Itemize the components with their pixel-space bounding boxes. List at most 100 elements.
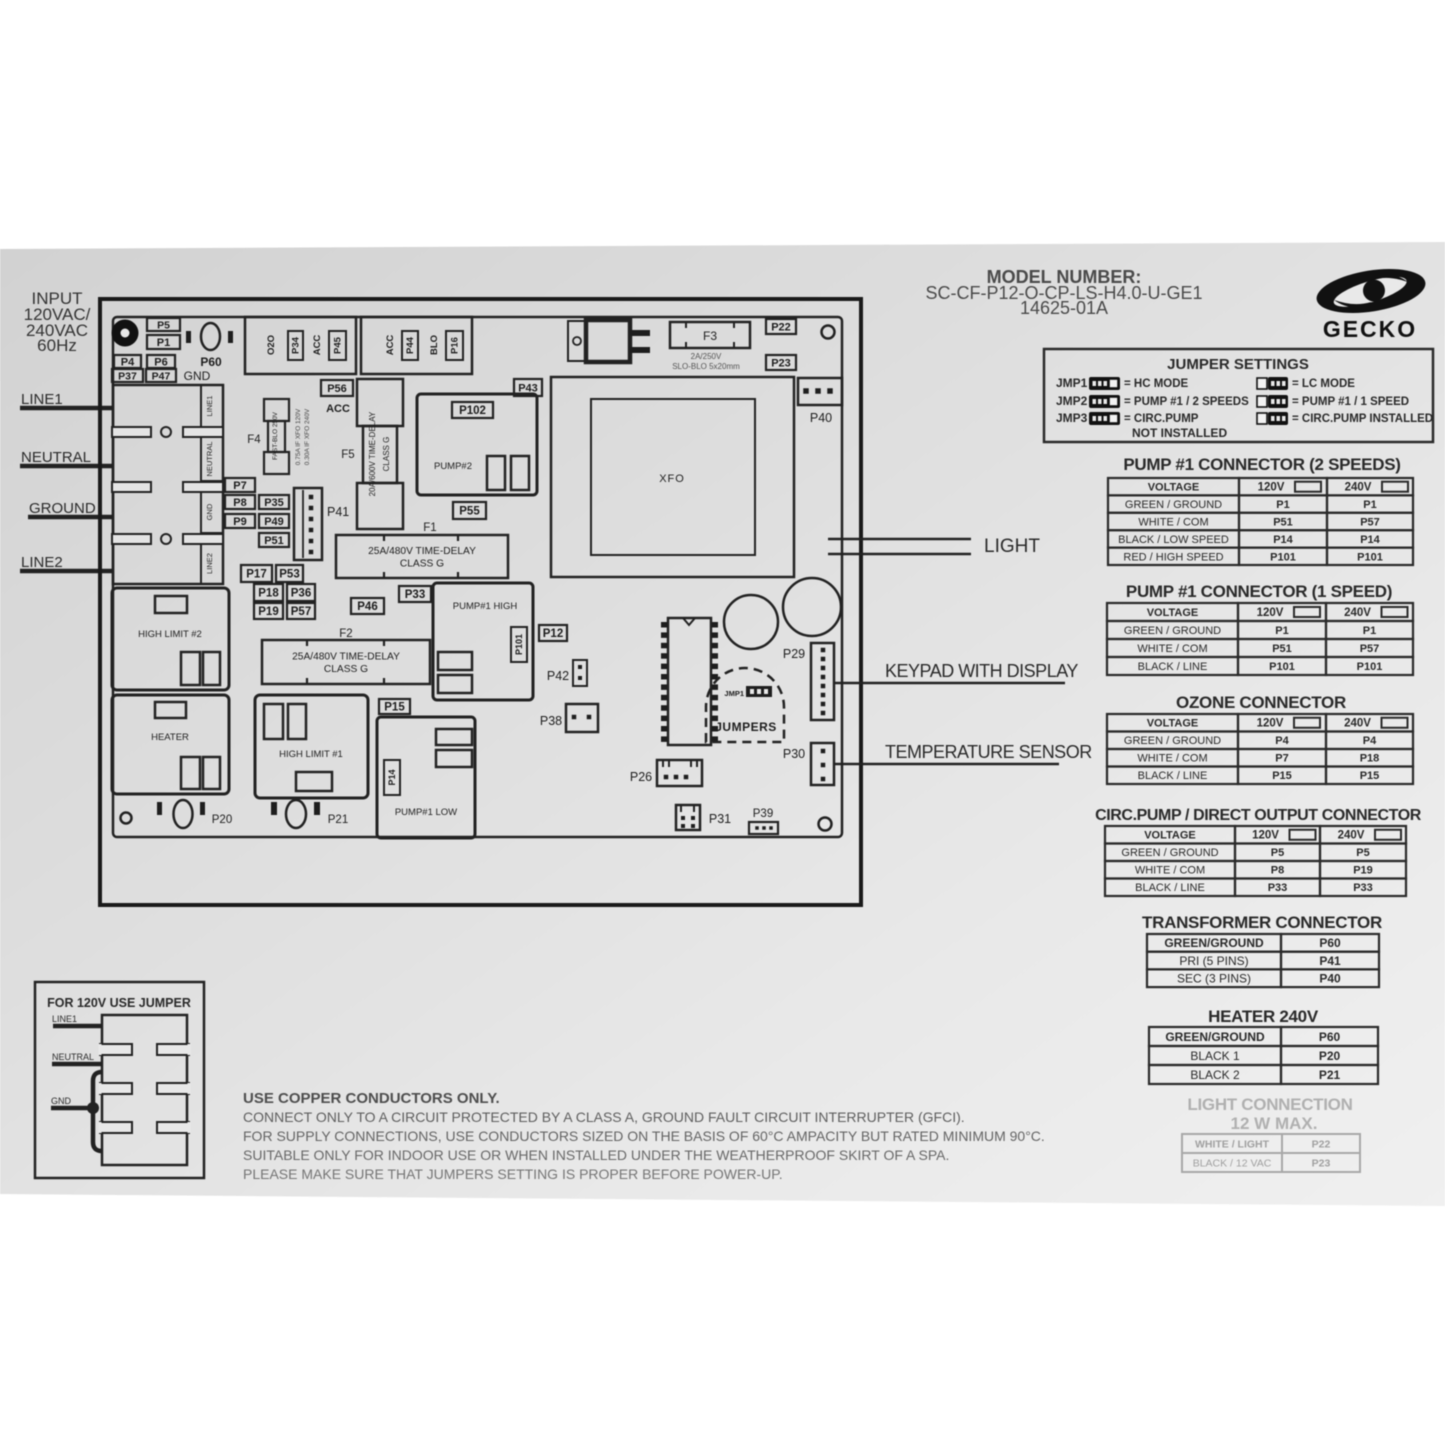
svg-text:MODEL NUMBER:: MODEL NUMBER: (987, 267, 1142, 287)
svg-text:HIGH LIMIT #2: HIGH LIMIT #2 (138, 629, 202, 640)
svg-text:NEUTRAL: NEUTRAL (21, 449, 91, 466)
svg-text:P57: P57 (1360, 516, 1380, 528)
svg-text:P45: P45 (333, 336, 344, 354)
svg-text:PRI (5 PINS): PRI (5 PINS) (1179, 954, 1248, 968)
svg-text:LINE1: LINE1 (21, 391, 63, 408)
svg-text:P18: P18 (1360, 753, 1380, 765)
svg-text:2A/250V: 2A/250V (691, 352, 722, 361)
svg-text:P39: P39 (753, 808, 773, 820)
svg-text:F2: F2 (339, 628, 352, 640)
svg-text:P1: P1 (1363, 625, 1376, 637)
svg-text:WHITE / COM: WHITE / COM (1137, 753, 1207, 765)
svg-text:P40: P40 (810, 411, 832, 425)
svg-text:BLACK / LINE: BLACK / LINE (1138, 661, 1208, 673)
svg-text:P4: P4 (1275, 735, 1289, 747)
svg-text:VOLTAGE: VOLTAGE (1148, 482, 1200, 494)
svg-text:LIGHT: LIGHT (984, 536, 1040, 557)
svg-text:= LC MODE: = LC MODE (1292, 378, 1355, 390)
svg-text:ACC: ACC (326, 403, 350, 415)
svg-text:CLASS G: CLASS G (382, 437, 391, 472)
svg-text:F1: F1 (423, 522, 436, 534)
svg-text:P44: P44 (405, 336, 416, 354)
svg-text:BLACK 1: BLACK 1 (1190, 1049, 1240, 1063)
svg-text:CONNECT ONLY TO A CIRCUIT PROT: CONNECT ONLY TO A CIRCUIT PROTECTED BY A… (243, 1109, 965, 1125)
svg-text:WHITE / COM: WHITE / COM (1137, 643, 1207, 655)
svg-text:HEATER 240V: HEATER 240V (1208, 1007, 1319, 1026)
svg-text:LINE2: LINE2 (205, 553, 214, 574)
svg-text:P17: P17 (246, 569, 266, 581)
svg-text:F3: F3 (703, 329, 717, 343)
svg-text:PUMP#1 LOW: PUMP#1 LOW (395, 807, 457, 818)
svg-text:XFO: XFO (659, 473, 685, 485)
svg-text:P34: P34 (291, 336, 302, 354)
svg-text:TRANSFORMER CONNECTOR: TRANSFORMER CONNECTOR (1142, 913, 1382, 932)
svg-text:GREEN / GROUND: GREEN / GROUND (1121, 847, 1218, 859)
svg-text:P51: P51 (1273, 516, 1293, 528)
svg-text:CLASS G: CLASS G (324, 664, 368, 675)
svg-text:NEUTRAL: NEUTRAL (205, 441, 214, 476)
svg-text:VOLTAGE: VOLTAGE (1147, 607, 1199, 619)
svg-text:VOLTAGE: VOLTAGE (1144, 830, 1196, 842)
svg-text:NEUTRAL: NEUTRAL (52, 1052, 94, 1062)
svg-text:HEATER: HEATER (151, 732, 189, 743)
svg-text:P14: P14 (1360, 534, 1380, 546)
svg-text:P40: P40 (1319, 972, 1341, 986)
svg-text:240V: 240V (1344, 718, 1371, 730)
svg-text:0.30A IF XFO 240V: 0.30A IF XFO 240V (304, 408, 311, 465)
svg-text:P101: P101 (1357, 551, 1383, 563)
svg-text:25A/480V TIME-DELAY: 25A/480V TIME-DELAY (292, 652, 400, 663)
svg-text:O2O: O2O (266, 335, 277, 355)
svg-text:PUMP#1 HIGH: PUMP#1 HIGH (453, 601, 518, 612)
svg-text:KEYPAD WITH DISPLAY: KEYPAD WITH DISPLAY (885, 661, 1078, 681)
svg-text:P60: P60 (200, 355, 222, 369)
svg-text:P16: P16 (450, 337, 461, 354)
svg-text:GREEN / GROUND: GREEN / GROUND (1125, 499, 1222, 511)
svg-text:P21: P21 (328, 814, 348, 826)
svg-text:P4: P4 (1363, 735, 1377, 747)
svg-text:GREEN/GROUND: GREEN/GROUND (1165, 1030, 1265, 1044)
svg-text:P22: P22 (1312, 1138, 1331, 1150)
svg-text:P9: P9 (233, 516, 246, 528)
svg-text:P38: P38 (540, 714, 562, 728)
svg-text:P60: P60 (1319, 1030, 1341, 1044)
svg-text:P57: P57 (291, 606, 311, 618)
svg-text:P14: P14 (387, 769, 397, 785)
svg-text:P23: P23 (1312, 1157, 1331, 1169)
svg-text:P6: P6 (154, 356, 167, 368)
svg-text:P15: P15 (1360, 770, 1380, 782)
svg-text:WHITE / COM: WHITE / COM (1138, 516, 1208, 528)
svg-text:60Hz: 60Hz (37, 336, 77, 355)
svg-text:P21: P21 (1319, 1068, 1341, 1082)
svg-text:CIRC.PUMP / DIRECT OUTPUT CONN: CIRC.PUMP / DIRECT OUTPUT CONNECTOR (1095, 807, 1422, 824)
svg-text:120V: 120V (1257, 607, 1284, 619)
svg-text:P1: P1 (1275, 625, 1288, 637)
svg-text:P101: P101 (514, 634, 524, 655)
svg-text:GND: GND (205, 503, 214, 520)
svg-text:P29: P29 (783, 647, 805, 661)
svg-text:20A/600V TIME-DELAY: 20A/600V TIME-DELAY (368, 411, 377, 496)
svg-text:GREEN / GROUND: GREEN / GROUND (1124, 625, 1221, 637)
svg-text:P19: P19 (258, 606, 278, 618)
svg-text:12 W MAX.: 12 W MAX. (1231, 1114, 1318, 1133)
svg-text:P4: P4 (121, 356, 135, 368)
svg-text:P8: P8 (1271, 865, 1284, 877)
svg-text:GREEN / GROUND: GREEN / GROUND (1124, 735, 1221, 747)
svg-text:JMP2: JMP2 (1056, 394, 1088, 408)
svg-text:P33: P33 (1353, 882, 1373, 894)
svg-text:120V: 120V (1252, 830, 1279, 842)
svg-text:FOR 120V USE JUMPER: FOR 120V USE JUMPER (47, 996, 191, 1010)
svg-text:120VAC/: 120VAC/ (24, 305, 91, 324)
svg-text:VOLTAGE: VOLTAGE (1147, 718, 1199, 730)
svg-text:P41: P41 (1319, 954, 1341, 968)
svg-text:240VAC: 240VAC (26, 321, 88, 340)
svg-text:GECKO: GECKO (1323, 316, 1417, 342)
svg-text:P36: P36 (291, 588, 311, 600)
svg-text:P46: P46 (357, 601, 377, 613)
svg-text:SEC (3 PINS): SEC (3 PINS) (1177, 972, 1251, 986)
svg-text:F5: F5 (341, 449, 354, 461)
svg-text:PLEASE MAKE SURE THAT JUMPERS: PLEASE MAKE SURE THAT JUMPERS SETTING IS… (243, 1166, 783, 1182)
svg-text:P47: P47 (152, 370, 171, 382)
svg-text:P7: P7 (1275, 753, 1288, 765)
svg-text:P20: P20 (212, 814, 232, 826)
svg-text:P20: P20 (1319, 1049, 1341, 1063)
